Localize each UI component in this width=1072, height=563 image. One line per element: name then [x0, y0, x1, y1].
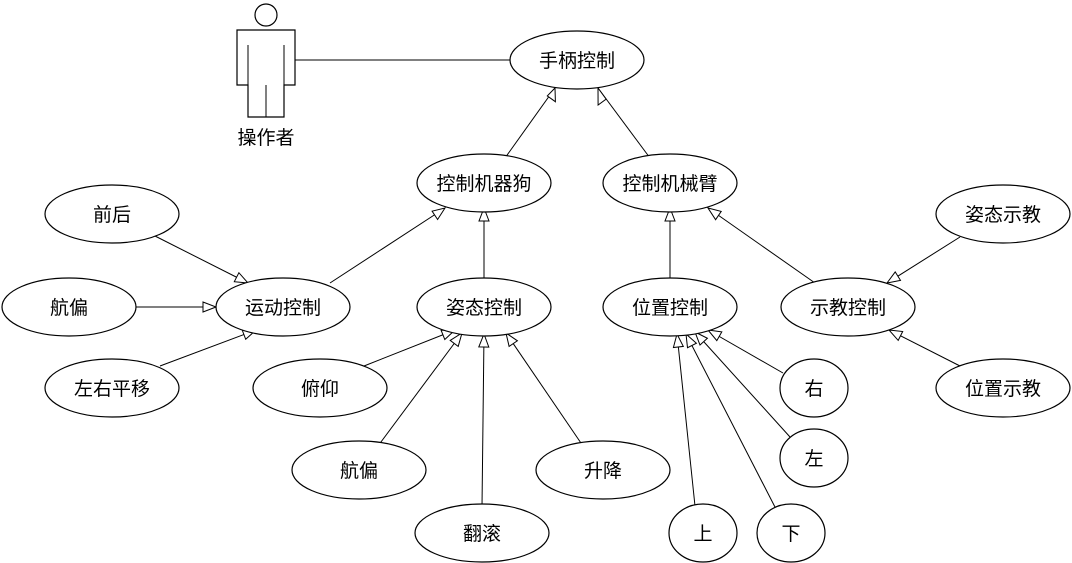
generalization-edges — [136, 86, 961, 510]
use-case-label: 姿态示教 — [965, 204, 1041, 226]
arrowhead — [449, 331, 463, 348]
use-case-position-control: 位置控制 — [602, 277, 738, 337]
use-case-handle-control: 手柄控制 — [509, 30, 645, 90]
use-case-label: 左右平移 — [74, 378, 150, 400]
use-case-label: 俯仰 — [301, 378, 339, 400]
edge-lateral-to-motion — [159, 329, 257, 367]
use-case-label: 位置示教 — [965, 378, 1041, 400]
actor-operator: 操作者 — [236, 3, 296, 149]
actor-body — [236, 29, 296, 118]
arrowhead — [431, 207, 447, 221]
edge-teach-to-robot-arm — [707, 207, 816, 284]
use-case-label: 运动控制 — [245, 297, 321, 319]
arrowhead — [546, 86, 556, 103]
arrowhead — [478, 332, 490, 348]
use-case-label: 升降 — [584, 460, 622, 482]
use-case-label: 左 — [804, 448, 823, 470]
arrowhead — [885, 271, 902, 284]
use-case-forward-backward: 前后 — [44, 184, 180, 244]
edge-lift-to-attitude — [505, 332, 584, 447]
edge-roll-to-attitude — [481, 333, 485, 508]
arrowhead — [505, 331, 519, 348]
edge-left-to-position — [694, 331, 791, 438]
use-case-pitch: 俯仰 — [252, 358, 388, 418]
use-case-position-teach: 位置示教 — [935, 358, 1071, 418]
use-case-label: 航偏 — [50, 297, 88, 319]
use-case-robot-arm-control: 控制机械臂 — [602, 153, 738, 213]
edge-robot-dog-to-handle — [504, 87, 556, 159]
use-case-label: 控制机械臂 — [622, 173, 717, 195]
use-case-label: 航偏 — [340, 460, 378, 482]
arrowhead — [233, 271, 250, 284]
use-case-left: 左 — [779, 428, 849, 488]
arrowhead — [685, 332, 698, 349]
edge-robot-arm-to-handle — [597, 87, 651, 159]
arrowhead — [664, 206, 676, 222]
use-case-yaw-motion: 航偏 — [1, 277, 137, 337]
use-case-attitude-teach: 姿态示教 — [935, 184, 1071, 244]
actor-head — [254, 3, 278, 27]
edge-pitch-to-attitude — [363, 329, 456, 367]
use-case-label: 前后 — [93, 204, 131, 226]
edge-yaw-to-attitude — [377, 332, 463, 447]
use-case-right: 右 — [779, 358, 849, 418]
arrowhead — [706, 329, 723, 342]
use-case-teach-control: 示教控制 — [780, 277, 916, 337]
use-case-label: 控制机器狗 — [436, 173, 531, 195]
use-case-down: 下 — [756, 503, 826, 563]
edge-forward-backward-to-motion — [154, 235, 249, 284]
use-case-motion-control: 运动控制 — [215, 277, 351, 337]
use-case-label: 位置控制 — [632, 297, 708, 319]
use-case-label: 示教控制 — [810, 297, 886, 319]
use-case-label: 上 — [693, 523, 712, 545]
arrowhead — [672, 332, 685, 349]
arrowhead — [202, 301, 218, 313]
use-case-roll: 翻滚 — [414, 503, 550, 563]
use-case-label: 下 — [781, 523, 800, 545]
edge-right-to-position — [707, 329, 784, 374]
use-case-label: 右 — [804, 378, 823, 400]
edge-motion-to-robot-dog — [329, 207, 446, 284]
arrowhead — [478, 206, 490, 222]
use-case-yaw-attitude: 航偏 — [291, 440, 427, 500]
use-case-label: 手柄控制 — [539, 50, 615, 72]
use-case-label: 翻滚 — [463, 523, 501, 545]
arrowhead — [597, 86, 607, 106]
edge-down-to-position — [685, 333, 777, 510]
edge-up-to-position — [676, 333, 696, 507]
actor-label: 操作者 — [237, 127, 294, 149]
use-case-attitude-control: 姿态控制 — [416, 277, 552, 337]
use-case-robot-dog-control: 控制机器狗 — [416, 153, 552, 213]
use-case-up: 上 — [668, 503, 738, 563]
use-case-lateral-move: 左右平移 — [44, 358, 180, 418]
use-case-lift: 升降 — [535, 440, 671, 500]
arrowhead — [694, 330, 709, 346]
use-case-label: 姿态控制 — [446, 297, 522, 319]
arrowhead — [706, 207, 723, 221]
edge-attitude-teach-to-teach — [886, 236, 961, 284]
arrowhead — [887, 329, 904, 342]
